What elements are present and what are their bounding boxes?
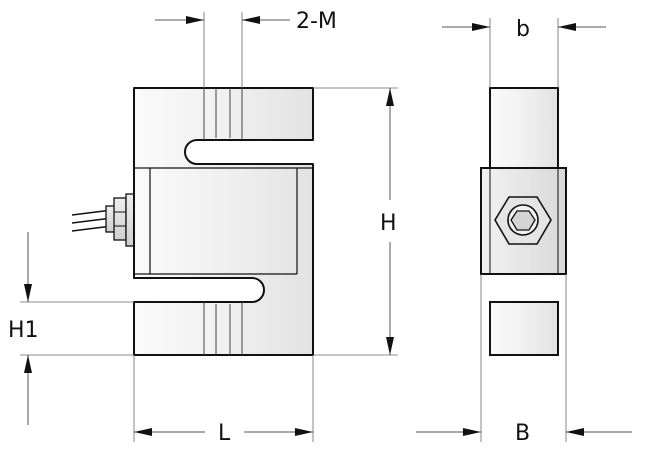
arrow-up-icon (24, 355, 32, 373)
label-width-b: b (516, 17, 530, 42)
cable-gland-icon (105, 193, 135, 247)
arrow-left-icon (134, 428, 152, 436)
arrow-right-icon (463, 428, 481, 436)
dimension-labels: 2-M b H H1 L B (8, 9, 530, 446)
cable (71, 209, 113, 232)
side-bottom-block (489, 301, 559, 356)
side-top-block (489, 87, 559, 169)
label-length: L (218, 421, 231, 446)
label-thread: 2-M (296, 9, 337, 34)
arrow-right-icon (472, 23, 490, 31)
label-width-B: B (515, 421, 530, 446)
arrow-right-icon (295, 428, 313, 436)
side-view (480, 87, 567, 356)
hex-nut-icon (494, 196, 552, 245)
arrow-up-icon (386, 88, 394, 106)
arrow-right-icon (186, 16, 204, 24)
arrow-down-icon (386, 337, 394, 355)
front-view (71, 87, 314, 356)
label-height-h1: H1 (8, 318, 39, 343)
arrow-left-icon (242, 16, 260, 24)
arrow-down-icon (24, 284, 32, 302)
s-beam-body (133, 87, 314, 356)
dimension-lines (20, 12, 632, 442)
arrow-left-icon (558, 23, 576, 31)
label-height: H (380, 211, 397, 236)
arrow-left-icon (566, 428, 584, 436)
